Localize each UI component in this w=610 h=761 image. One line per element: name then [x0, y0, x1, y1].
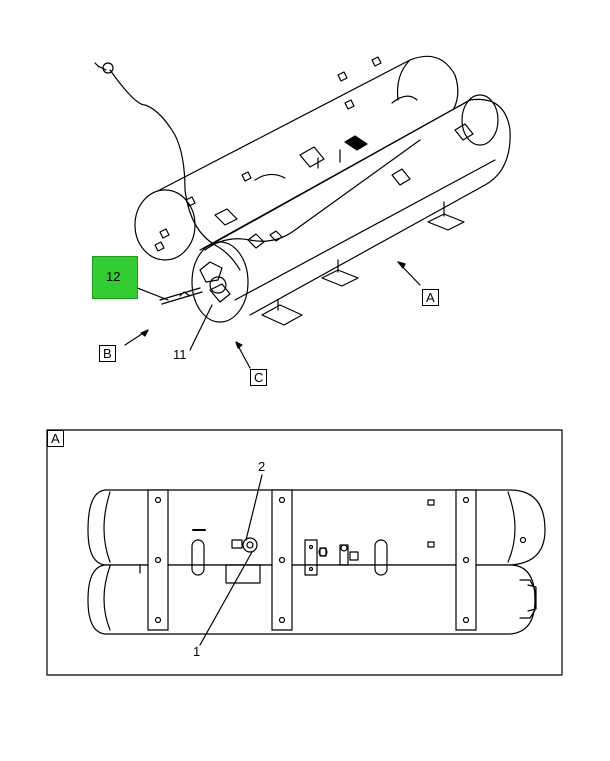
view-label-b[interactable]: B: [99, 345, 116, 362]
arrow-view-b-head: [140, 329, 149, 337]
callout-1[interactable]: 1: [193, 644, 201, 659]
callout-11[interactable]: 11: [173, 347, 187, 362]
detail-a-frame: [46, 429, 563, 676]
sensor-cable: [94, 62, 421, 271]
valve-fitting: [339, 135, 368, 163]
front-air-tank: [191, 94, 511, 323]
item-1-leader: [199, 551, 253, 646]
mounting-brackets: [214, 123, 474, 326]
callout-12[interactable]: 12: [106, 269, 121, 284]
view-label-c[interactable]: C: [250, 369, 268, 386]
item-2-leader: [245, 474, 263, 541]
item-11-leader: [189, 304, 213, 351]
detail-a-title: A: [47, 430, 64, 447]
rear-air-tank: [134, 55, 459, 261]
isometric-assembly-view: [94, 55, 511, 369]
callout-2[interactable]: 2: [258, 459, 266, 474]
view-label-a[interactable]: A: [422, 289, 439, 306]
item-12-highlight: [92, 256, 138, 299]
arrow-view-a-head: [397, 261, 406, 269]
detail-a-tank-pair: [87, 474, 546, 646]
arrow-view-c-head: [235, 341, 243, 349]
item-12-harness: [159, 287, 203, 305]
